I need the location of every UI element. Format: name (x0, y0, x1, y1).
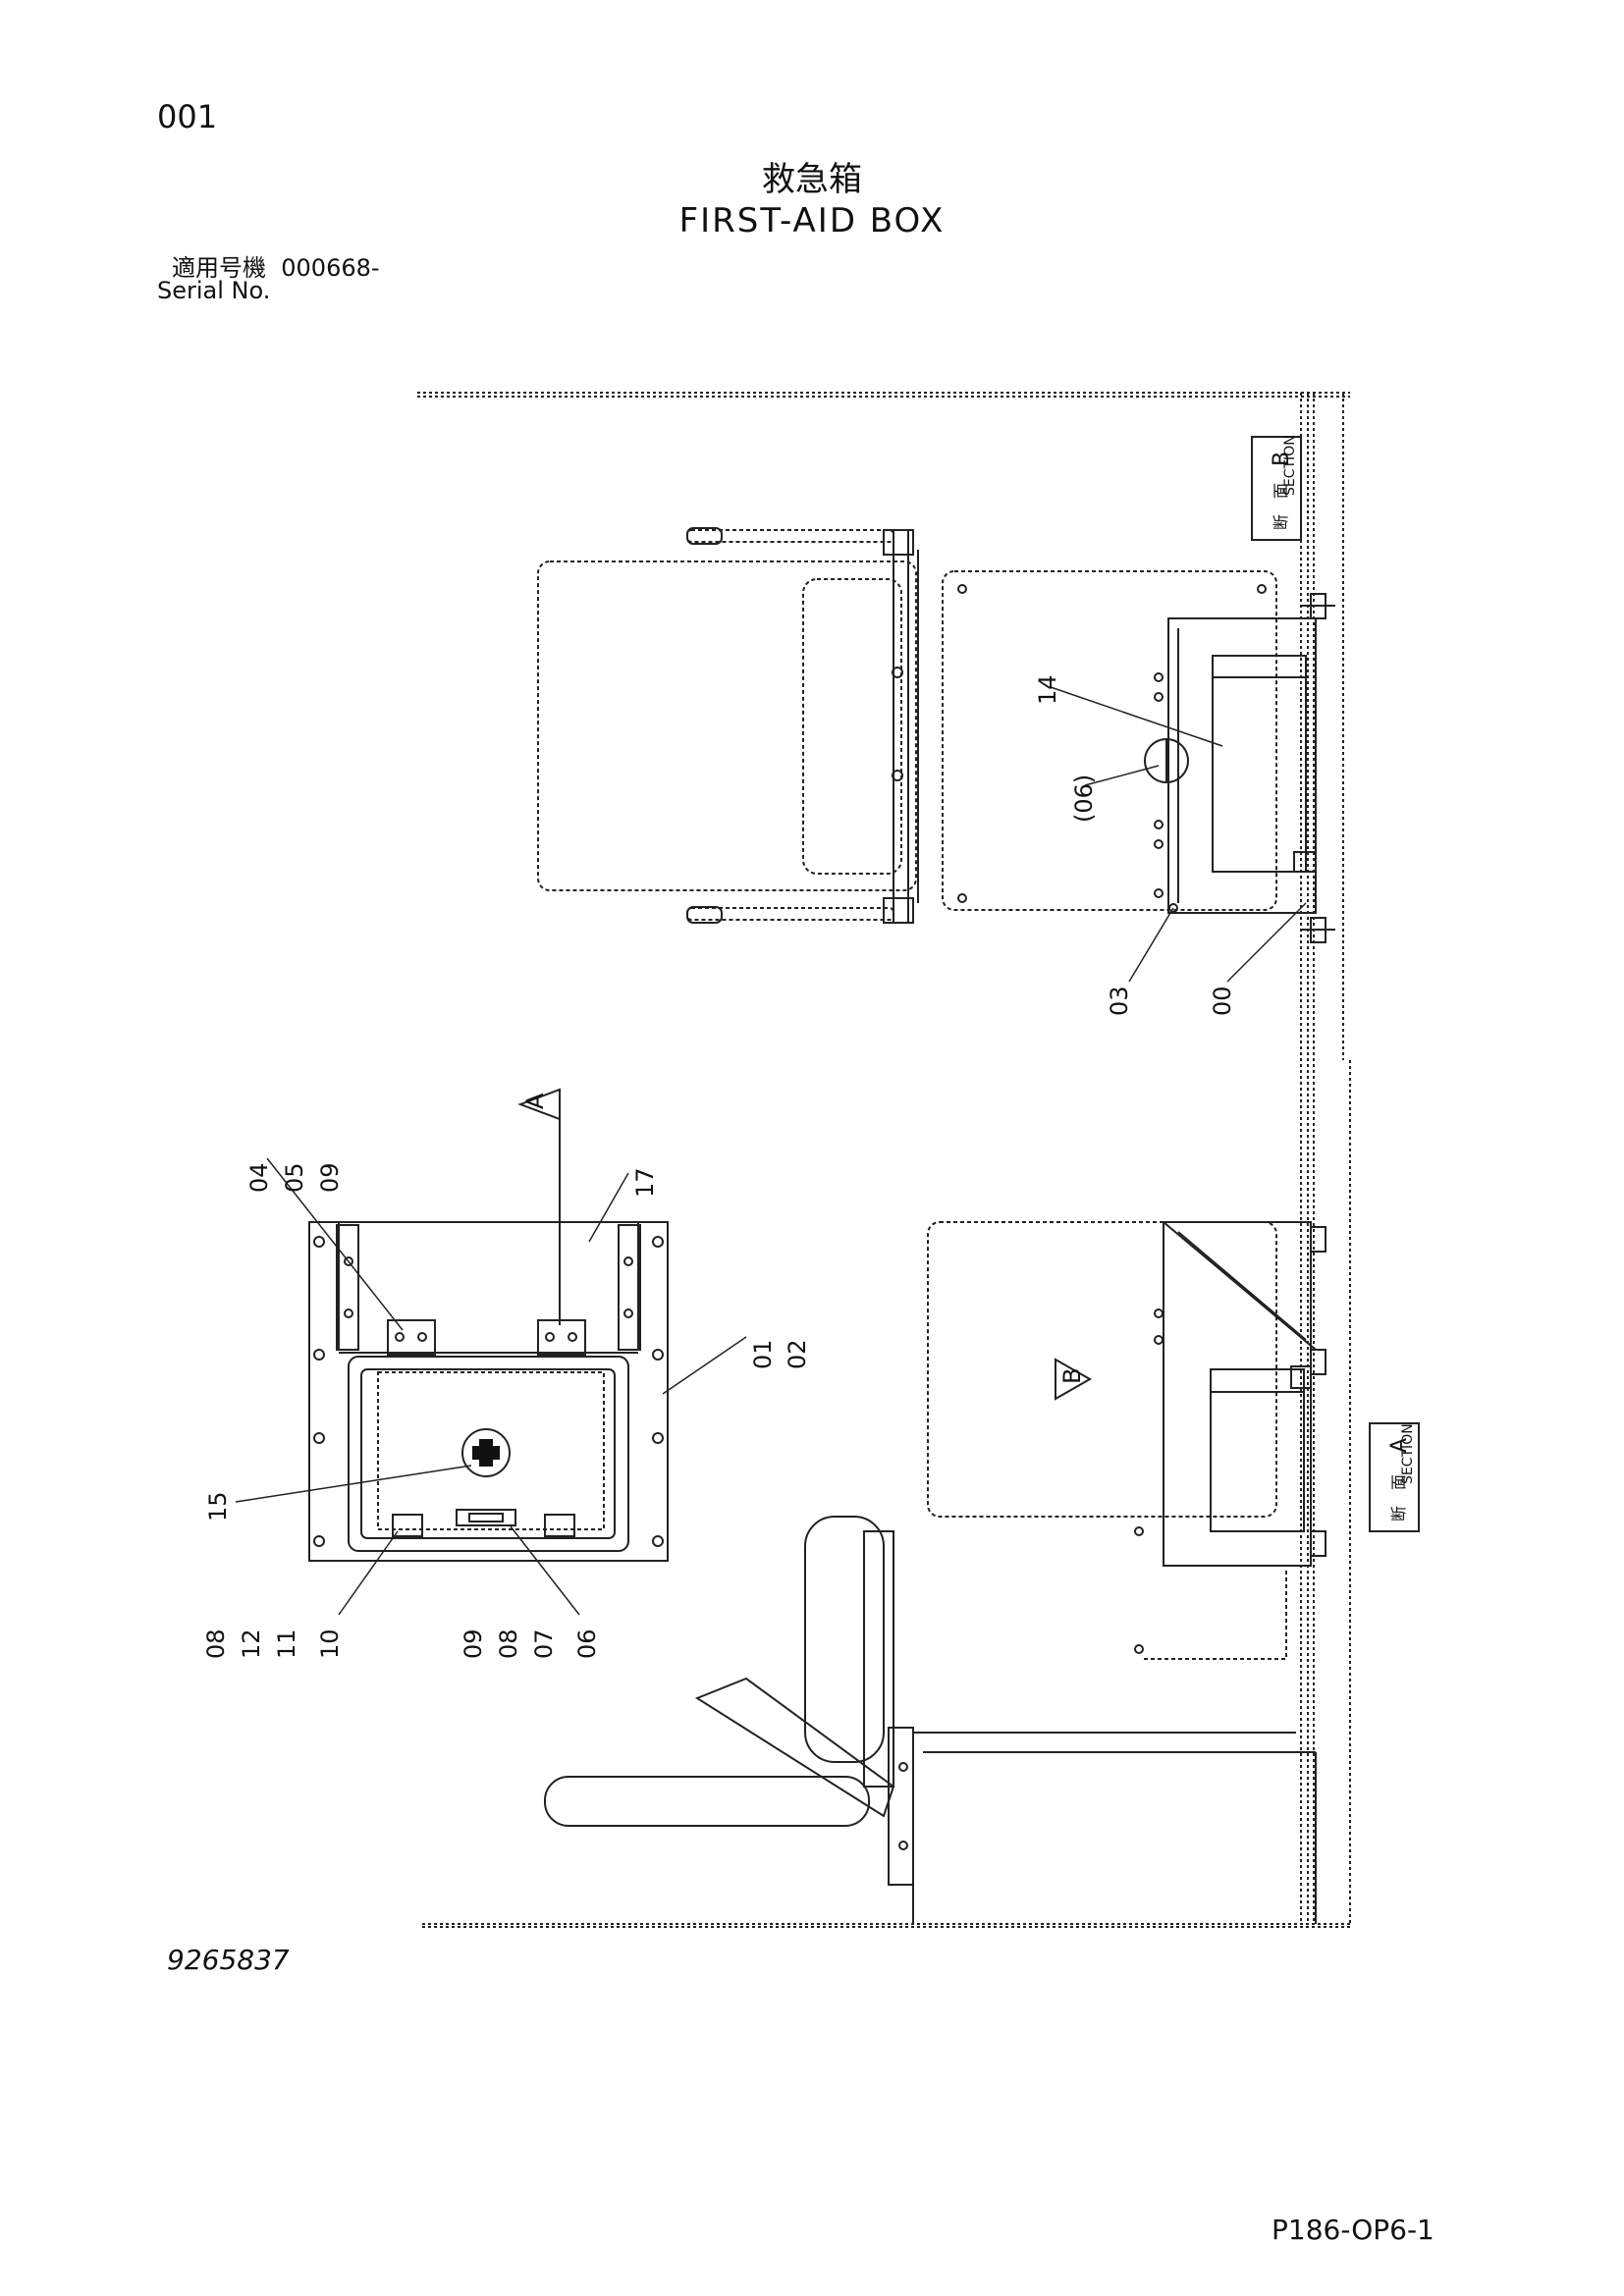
callout-17: 17 (631, 1167, 659, 1198)
section-b-letter: B (1270, 452, 1294, 466)
section-a-jp: 断 面 (1389, 1474, 1408, 1522)
callout-06: 06 (573, 1629, 601, 1659)
callout-09-a: 09 (316, 1162, 344, 1193)
callout-14: 14 (1034, 674, 1061, 705)
callout-08-a: 08 (202, 1629, 230, 1659)
section-a-letter: A (1387, 1438, 1412, 1453)
callout-08-b: 08 (495, 1629, 522, 1659)
view-arrow-a (517, 1088, 561, 1325)
callout-11: 11 (273, 1629, 300, 1659)
callout-02: 02 (784, 1339, 811, 1369)
section-a-view (927, 1221, 1326, 1660)
callout-15: 15 (204, 1491, 232, 1522)
title-japanese: 救急箱 (762, 160, 862, 199)
callout-07: 07 (530, 1629, 558, 1659)
callout-05: 05 (281, 1162, 308, 1193)
drawing-number: 9265837 (167, 1944, 290, 1976)
serial-label-japanese: 適用号機 000668- (172, 248, 380, 283)
section-a-en: SECTION (1400, 1423, 1416, 1484)
sheet-reference: P186-OP6-1 (1272, 2214, 1435, 2246)
section-a-label: 断 面 SECTION A (1369, 1422, 1420, 1532)
page-number: 001 (157, 98, 218, 135)
front-view (308, 1221, 669, 1562)
serial-number-value: 000668- (281, 254, 380, 282)
seat-armrest-view (544, 1516, 1317, 1924)
drawing-border (417, 392, 1351, 1928)
view-arrow-b (1055, 1358, 1093, 1401)
leader-lines (235, 686, 1307, 1616)
callout-04: 04 (245, 1162, 273, 1193)
view-arrow-a-label: A (521, 1093, 549, 1109)
callout-labels: 14 (06) 03 00 17 04 05 09 01 02 15 08 12… (202, 674, 1236, 1659)
callout-10: 10 (316, 1629, 344, 1659)
section-b-label: 断 面 SECTION B (1251, 435, 1302, 541)
callout-00: 00 (1209, 986, 1236, 1016)
callout-12: 12 (238, 1629, 265, 1659)
callout-06-parenthesized: (06) (1070, 774, 1098, 823)
view-arrow-b-label: B (1058, 1368, 1086, 1384)
section-b-jp: 断 面 (1272, 483, 1290, 530)
section-b-en: SECTION (1282, 435, 1298, 496)
title-english: FIRST-AID BOX (678, 201, 946, 240)
callout-01: 01 (749, 1339, 777, 1369)
section-b-view (537, 527, 1335, 943)
callout-09-b: 09 (460, 1629, 487, 1659)
serial-label-english: Serial No. (157, 277, 271, 304)
serial-label-jp-text: 適用号機 (172, 254, 266, 282)
callout-03: 03 (1106, 986, 1133, 1016)
